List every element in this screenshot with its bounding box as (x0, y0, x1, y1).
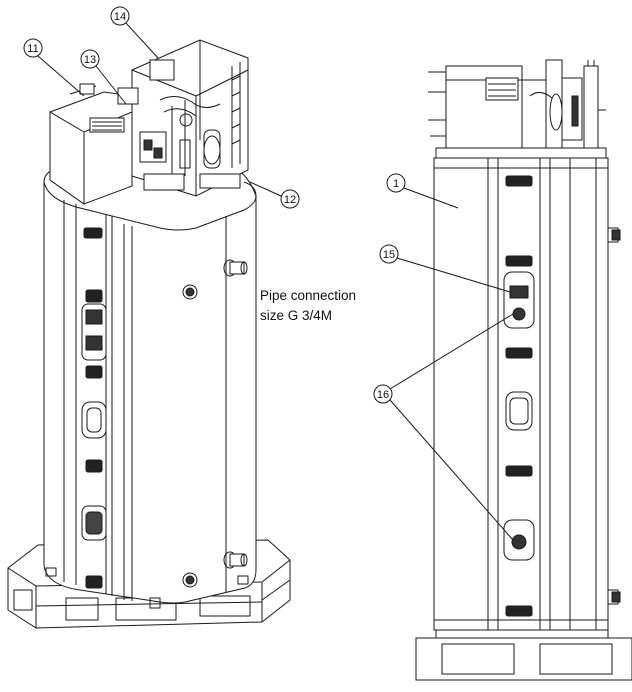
left-evaporator-coil (232, 62, 240, 168)
right-side-fittings (608, 228, 620, 604)
left-front-fittings (82, 228, 106, 588)
annotation-line-1: Pipe connection (260, 288, 357, 303)
callout-14: 14 (111, 7, 158, 58)
svg-text:1: 1 (393, 178, 399, 190)
right-heat-pump-module (428, 60, 606, 158)
left-unit-isometric: 11 13 14 12 (8, 7, 299, 628)
callout-15: 15 (380, 245, 510, 292)
callout-1: 1 (387, 174, 458, 208)
left-tank-body (44, 160, 256, 608)
left-pipe-connections (183, 260, 247, 587)
svg-text:16: 16 (377, 389, 389, 401)
left-heat-pump-module (50, 40, 248, 204)
svg-text:15: 15 (383, 249, 395, 261)
right-unit-elevation: 1 15 16 (374, 60, 632, 680)
right-pallet (416, 638, 632, 680)
svg-text:13: 13 (84, 54, 96, 66)
callout-11: 11 (24, 39, 84, 96)
pipe-connection-annotation: Pipe connection size G 3/4M (260, 286, 356, 326)
annotation-line-2: size G 3/4M (260, 308, 333, 323)
svg-text:11: 11 (27, 43, 38, 55)
callout-12: 12 (250, 182, 299, 208)
callout-16: 16 (374, 314, 513, 540)
callout-13: 13 (81, 50, 126, 104)
svg-text:12: 12 (284, 194, 296, 206)
right-front-fittings (504, 176, 534, 616)
svg-text:14: 14 (114, 11, 126, 23)
